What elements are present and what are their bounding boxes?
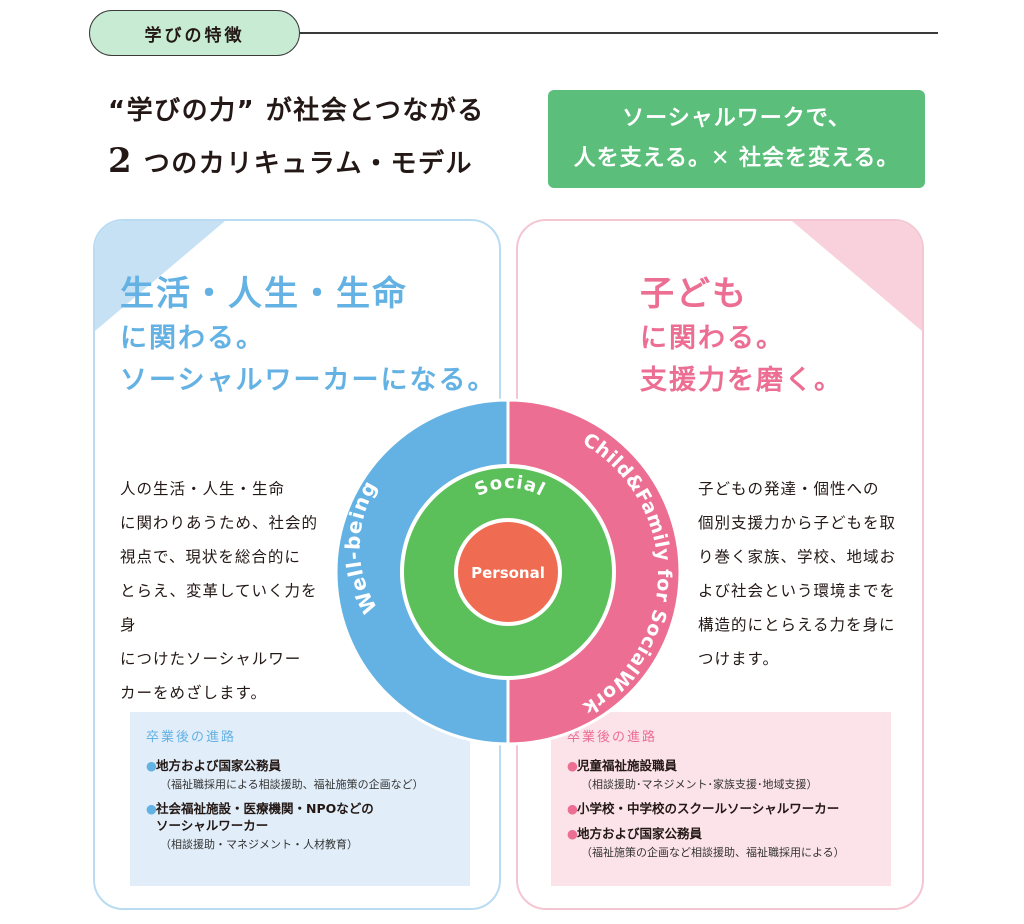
career-item: ●地方および国家公務員 [146,757,454,774]
right-description: 子どもの発達・個性への 個別支援力から子どもを取 り巻く家族、学校、地域お よび… [698,472,908,676]
slogan-line2: 人を支える。✕ 社会を変える。 [573,146,900,171]
right-heading: 子ども に関わる。 支援力を磨く。 [640,272,843,400]
career-label-2: ソーシャルワーカー [156,818,269,833]
left-career-title: 卒業後の進路 [146,730,237,745]
left-desc-line: につけたソーシャルワー [120,650,302,668]
career-sub: （福祉施策の企画など相談援助、福祉職採用による） [581,846,845,859]
career-label: 児童福祉施設職員 [577,758,678,773]
headline-line1: “学びの力” が社会とつながる [108,96,485,126]
career-sub: （相談援助・マネジメント・人材教育） [160,838,358,851]
right-desc-line: り巻く家族、学校、地域お [698,548,897,566]
left-career-box: 卒業後の進路 ●地方および国家公務員 （福祉職採用による相談援助、福祉施策の企画… [130,712,470,886]
right-desc-line: つけます。 [698,650,779,668]
career-label: 地方および国家公務員 [156,758,282,773]
bullet-icon: ● [567,826,578,841]
career-label: 社会福祉施設・医療機関・NPOなどの [156,801,374,816]
right-heading-line2: に関わる。 [640,323,785,354]
left-desc-line: 人の生活・人生・生命 [120,480,286,498]
left-desc-line: カーをめざします。 [120,684,267,702]
career-item: ●児童福祉施設職員 [567,757,875,774]
career-item: ●社会福祉施設・医療機関・NPOなどのソーシャルワーカー [146,800,454,834]
bullet-icon: ● [567,758,578,773]
right-desc-line: 個別支援力から子どもを取 [698,514,897,532]
career-label: 小学校・中学校のスクールソーシャルワーカー [577,801,840,816]
section-tag-label: 学びの特徴 [144,25,245,46]
headline-line2-text: つのカリキュラム・モデル [133,149,473,179]
right-career-box: 卒業後の進路 ●児童福祉施設職員 （相談援助･マネジメント･家族支援･地域支援）… [551,712,891,886]
bullet-icon: ● [146,758,157,773]
right-desc-line: 構造的にとらえる力を身に [698,616,896,634]
right-desc-line: よび社会という環境までを [698,582,897,600]
career-item: ●地方および国家公務員 [567,825,875,842]
right-heading-line1: 子ども [640,274,748,314]
career-sub: （福祉職採用による相談援助、福祉施策の企画など） [160,778,424,791]
right-heading-line3: 支援力を磨く。 [640,365,843,396]
slogan-box: ソーシャルワークで、 人を支える。✕ 社会を変える。 [548,90,925,188]
left-heading: 生活・人生・生命 に関わる。 ソーシャルワーカーになる。 [120,272,496,400]
divider [300,32,938,34]
left-heading-line3: ソーシャルワーカーになる。 [120,365,497,396]
right-desc-line: 子どもの発達・個性への [698,480,880,498]
left-heading-line1: 生活・人生・生命 [120,274,408,314]
bullet-icon: ● [567,801,578,816]
left-heading-line2: に関わる。 [120,323,265,354]
career-sub: （相談援助･マネジメント･家族支援･地域支援） [581,778,818,791]
left-desc-line: とらえ、変革していく力を身 [120,582,318,634]
left-desc-line: に関わりあうため、社会的 [120,514,319,532]
career-item: ●小学校・中学校のスクールソーシャルワーカー [567,800,875,817]
career-label: 地方および国家公務員 [577,826,703,841]
headline-line2: 2 つのカリキュラム・モデル [108,136,485,189]
left-desc-line: 視点で、現状を総合的に [120,548,301,566]
bullet-icon: ● [146,801,157,816]
left-description: 人の生活・人生・生命 に関わりあうため、社会的 視点で、現状を総合的に とらえ、… [120,472,330,710]
slogan-line1: ソーシャルワークで、 [622,106,851,131]
right-career-title: 卒業後の進路 [567,730,658,745]
headline: “学びの力” が社会とつながる 2 つのカリキュラム・モデル [108,86,485,189]
headline-number: 2 [108,141,134,181]
section-tag: 学びの特徴 [89,10,300,56]
